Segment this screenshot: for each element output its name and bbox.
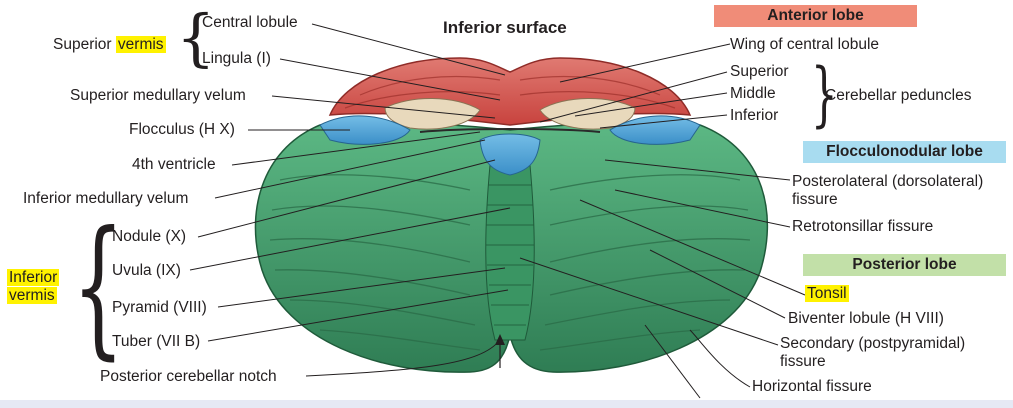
label-flocculus: Flocculus (H X) bbox=[129, 121, 235, 138]
label-horizontal-fissure: Horizontal fissure bbox=[752, 378, 872, 395]
left-flocculus-tissue bbox=[319, 115, 411, 145]
posterior-folia bbox=[269, 174, 751, 351]
right-flocculus-tissue bbox=[609, 115, 701, 145]
label-nodule: Nodule (X) bbox=[112, 228, 187, 245]
label-posterolateral-fissure: Posterolateral (dorsolateral)fissure bbox=[792, 173, 984, 208]
label-uvula: Uvula (IX) bbox=[112, 262, 181, 279]
inferior-vermis-brace: { bbox=[72, 200, 125, 374]
label-superior-medullary-velum: Superior medullary velum bbox=[70, 87, 246, 104]
label-superior-peduncle: Superior bbox=[730, 63, 789, 80]
label-retrotonsillar-fissure: Retrotonsillar fissure bbox=[792, 218, 934, 235]
label-secondary-fissure: Secondary (postpyramidal)fissure bbox=[780, 335, 966, 370]
label-inferior-medullary-velum: Inferior medullary velum bbox=[23, 190, 189, 207]
bottom-band bbox=[0, 400, 1013, 408]
label-fourth-ventricle: 4th ventricle bbox=[132, 156, 216, 173]
label-tonsil: Tonsil bbox=[805, 285, 849, 302]
label-pyramid: Pyramid (VIII) bbox=[112, 299, 207, 316]
diagram-title: Inferior surface bbox=[443, 18, 567, 37]
label-inferior-peduncle: Inferior bbox=[730, 107, 779, 124]
label-superior-vermis: Superior vermis bbox=[53, 36, 166, 53]
label-posterior-cerebellar-notch: Posterior cerebellar notch bbox=[100, 368, 277, 385]
label-tuber: Tuber (VII B) bbox=[112, 333, 201, 350]
label-cerebellar-peduncles: Cerebellar peduncles bbox=[825, 87, 972, 104]
label-biventer-lobule: Biventer lobule (H VIII) bbox=[788, 310, 944, 327]
label-wing-central-lobule: Wing of central lobule bbox=[730, 36, 880, 53]
superior-vermis-brace: { bbox=[176, 1, 216, 74]
label-lingula: Lingula (I) bbox=[202, 50, 271, 67]
vermis-folia bbox=[486, 184, 534, 326]
notch-arrow-head bbox=[495, 334, 505, 345]
anterior-lobe-box: Anterior lobe bbox=[714, 5, 917, 27]
inferior-vermis-tissue bbox=[485, 164, 535, 341]
label-middle-peduncle: Middle bbox=[730, 85, 776, 102]
left-peduncles-cut bbox=[384, 98, 481, 130]
fourth-ventricle-slit bbox=[419, 128, 601, 133]
flocculonodular-lobe-box: Flocculonodular lobe bbox=[803, 141, 1006, 163]
label-central-lobule: Central lobule bbox=[202, 14, 298, 31]
anterior-lobe-tissue bbox=[328, 57, 692, 126]
leader-lines bbox=[189, 23, 806, 399]
posterior-lobe-box: Posterior lobe bbox=[803, 254, 1006, 276]
